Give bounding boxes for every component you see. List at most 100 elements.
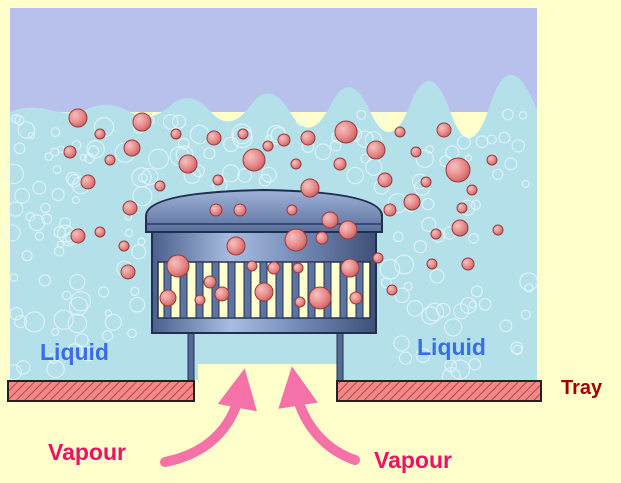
liquid-texture-ring [40, 202, 51, 214]
liquid-texture-ring [51, 188, 65, 202]
liquid-texture-ring [492, 168, 504, 181]
liquid-texture-ring [8, 201, 24, 217]
liquid-texture-ring [81, 346, 96, 362]
liquid-texture-ring [177, 137, 190, 150]
vapour-bubble [383, 203, 397, 217]
liquid-texture-ring [68, 274, 86, 291]
vapour-bubble [70, 228, 86, 244]
liquid-texture-ring [470, 285, 483, 298]
vapour-bubble [394, 126, 406, 138]
vapour-bubble [321, 211, 339, 229]
liquid-texture-ring [59, 217, 71, 229]
liquid-texture-ring [38, 274, 52, 287]
vapour-bubble [300, 178, 320, 198]
vapour-bubble [286, 204, 298, 216]
liquid-texture-ring [379, 258, 401, 280]
liquid-texture-ring [9, 306, 24, 321]
liquid-texture-ring [5, 364, 23, 381]
liquid-texture-ring [124, 228, 134, 238]
riser-right-wall [336, 329, 344, 383]
vapour-bubble [466, 184, 478, 196]
liquid-texture-ring [34, 231, 45, 241]
liquid-texture-ring [444, 318, 463, 337]
liquid-texture-ring [456, 135, 471, 150]
liquid-texture-ring [3, 163, 25, 185]
liquid-texture-ring [97, 286, 110, 298]
liquid-texture-ring [3, 224, 21, 242]
liquid-texture-ring [68, 296, 89, 316]
liquid-texture-ring [51, 327, 60, 337]
vapour-bubble [267, 261, 281, 275]
cap-slot-bar [195, 261, 204, 319]
liquid-label-right: Liquid [417, 334, 486, 360]
liquid-texture-ring [87, 145, 100, 157]
liquid-texture-ring [14, 114, 25, 126]
liquid-texture-ring [356, 109, 367, 120]
vapour-bubble [123, 139, 141, 157]
liquid-texture-ring [50, 127, 61, 138]
liquid-texture-ring [171, 114, 187, 129]
liquid-texture-ring [429, 268, 445, 284]
tray-label: Tray [561, 377, 603, 399]
liquid-texture-ring [129, 296, 146, 313]
liquid-texture-ring [329, 139, 342, 152]
vapour-bubble [340, 258, 360, 278]
liquid-texture-ring [129, 286, 140, 297]
liquid-texture-ring [258, 173, 272, 187]
liquid-texture-ring [141, 167, 159, 186]
liquid-texture-ring [138, 173, 148, 183]
liquid-texture-ring [360, 153, 371, 164]
liquid-texture-ring [421, 306, 440, 325]
liquid-texture-ring [67, 313, 88, 334]
liquid-texture-ring [403, 281, 413, 291]
liquid-texture-ring [295, 114, 308, 127]
liquid-texture-ring [21, 250, 33, 262]
liquid-label-left: Liquid [40, 339, 109, 365]
vapour-bubble [386, 284, 398, 296]
liquid-texture-ring [260, 166, 277, 183]
vapour-bubble [118, 240, 130, 252]
vapour-bubble [492, 224, 504, 236]
vapour-bubble [366, 140, 386, 160]
liquid-texture-ring [41, 213, 53, 225]
vapour-bubble [194, 294, 206, 306]
vapour-bubble [237, 128, 249, 140]
vapour-arrow-right [278, 366, 360, 465]
liquid-texture-ring [52, 165, 62, 175]
vapour-bubble [403, 193, 421, 211]
liquid-texture-ring [468, 233, 479, 244]
vapour-bubble [451, 219, 469, 237]
liquid-texture-ring [518, 111, 528, 120]
liquid-texture-ring [394, 254, 415, 275]
liquid-texture-ring [524, 283, 534, 293]
vapour-bubble [377, 172, 393, 188]
liquid-texture-ring [406, 300, 424, 317]
cap-slot-bar [227, 261, 236, 319]
liquid-texture-ring [398, 351, 413, 365]
liquid-texture-ring [413, 239, 428, 254]
liquid-texture-ring [101, 330, 114, 342]
vapour-bubble [122, 200, 138, 216]
liquid-texture-ring [314, 143, 332, 161]
vapour-bubble [212, 174, 224, 186]
liquid-texture-ring [221, 164, 240, 183]
liquid-texture-ring [521, 179, 530, 188]
vapour-bubble [284, 228, 308, 252]
liquid-texture-ring [459, 297, 477, 315]
vapour-bubble [456, 202, 468, 214]
liquid-texture-ring [104, 309, 113, 318]
liquid-texture-ring [425, 302, 445, 322]
vapour-bubble [426, 258, 438, 270]
liquid-texture-ring [504, 157, 518, 171]
vapour-bubble [262, 140, 274, 152]
vapour-bubble [80, 174, 96, 190]
vapour-bubble [170, 128, 182, 140]
cap-slot-bar [291, 261, 300, 319]
liquid-texture-ring [127, 328, 137, 339]
cap-slot-bar [355, 261, 364, 319]
vapour-bubble [461, 257, 475, 271]
liquid-texture-ring [486, 134, 497, 145]
liquid-texture-ring [14, 315, 28, 329]
